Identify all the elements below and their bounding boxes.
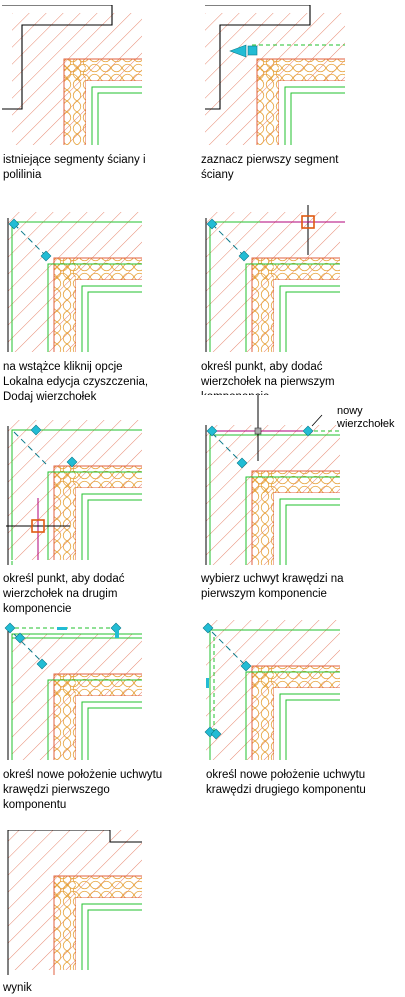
caption-line: Dodaj wierzchołek xyxy=(3,391,97,403)
caption-line: wynik xyxy=(3,982,32,994)
step-6-drawing xyxy=(200,395,345,565)
step-1-drawing xyxy=(2,5,142,145)
caption-line: komponencie xyxy=(3,603,72,615)
step-9-caption: wynik xyxy=(3,981,32,996)
step-9-drawing xyxy=(2,830,142,975)
caption-line: określ punkt, aby dodać xyxy=(201,361,323,373)
step-1-caption: istniejące segmenty ściany i polilinia xyxy=(3,153,146,183)
step-2-caption: zaznacz pierwszy segment ściany xyxy=(201,153,338,183)
step-5-caption: określ punkt, aby dodać wierzchołek na d… xyxy=(3,572,124,617)
step-7-caption: określ nowe położenie uchwytu krawędzi p… xyxy=(3,768,162,813)
caption-line: istniejące segmenty ściany i xyxy=(3,154,146,166)
caption-line: określ nowe położenie uchwytu xyxy=(206,769,366,781)
step-4-drawing xyxy=(200,205,345,352)
pick-box-icon xyxy=(301,215,315,229)
direction-arrow-icon xyxy=(229,44,247,58)
caption-line: wierzchołek na drugim xyxy=(3,588,118,600)
step-3-caption: na wstążce kliknij opcje Lokalna edycja … xyxy=(3,360,148,405)
callout-line: wierzchołek xyxy=(337,418,395,430)
result-outline xyxy=(7,830,142,975)
step-8-drawing xyxy=(200,620,345,760)
caption-line: Lokalna edycja czyszczenia, xyxy=(3,376,149,388)
grip-square-icon xyxy=(247,45,258,56)
step-6-caption: wybierz uchwyt krawędzi na pierwszym kom… xyxy=(201,572,344,602)
caption-line: na wstążce kliknij opcje xyxy=(3,361,123,373)
polyline xyxy=(2,5,113,110)
caption-line: polilinia xyxy=(3,169,42,181)
caption-line: określ nowe położenie uchwytu xyxy=(3,769,163,781)
caption-line: wierzchołek na pierwszym xyxy=(201,376,335,388)
new-vertex-callout: nowy wierzchołek xyxy=(337,405,394,431)
caption-line: krawędzi pierwszego xyxy=(3,784,110,796)
pick-box-icon xyxy=(31,519,45,533)
caption-line: wybierz uchwyt krawędzi na xyxy=(201,573,344,585)
step-5-drawing xyxy=(2,420,142,565)
caption-line: komponentu xyxy=(3,799,67,811)
caption-line: pierwszym komponencie xyxy=(201,588,327,600)
step-2-drawing xyxy=(200,5,345,145)
step-8-caption: określ nowe położenie uchwytu krawędzi d… xyxy=(206,768,366,798)
caption-line: ściany xyxy=(201,169,234,181)
caption-line: określ punkt, aby dodać xyxy=(3,573,125,585)
caption-line: zaznacz pierwszy segment xyxy=(201,154,339,166)
step-3-drawing xyxy=(2,212,142,352)
callout-line: nowy xyxy=(337,405,363,417)
step-7-drawing xyxy=(2,620,142,760)
polyline xyxy=(205,5,311,110)
caption-line: krawędzi drugiego komponentu xyxy=(206,784,366,796)
